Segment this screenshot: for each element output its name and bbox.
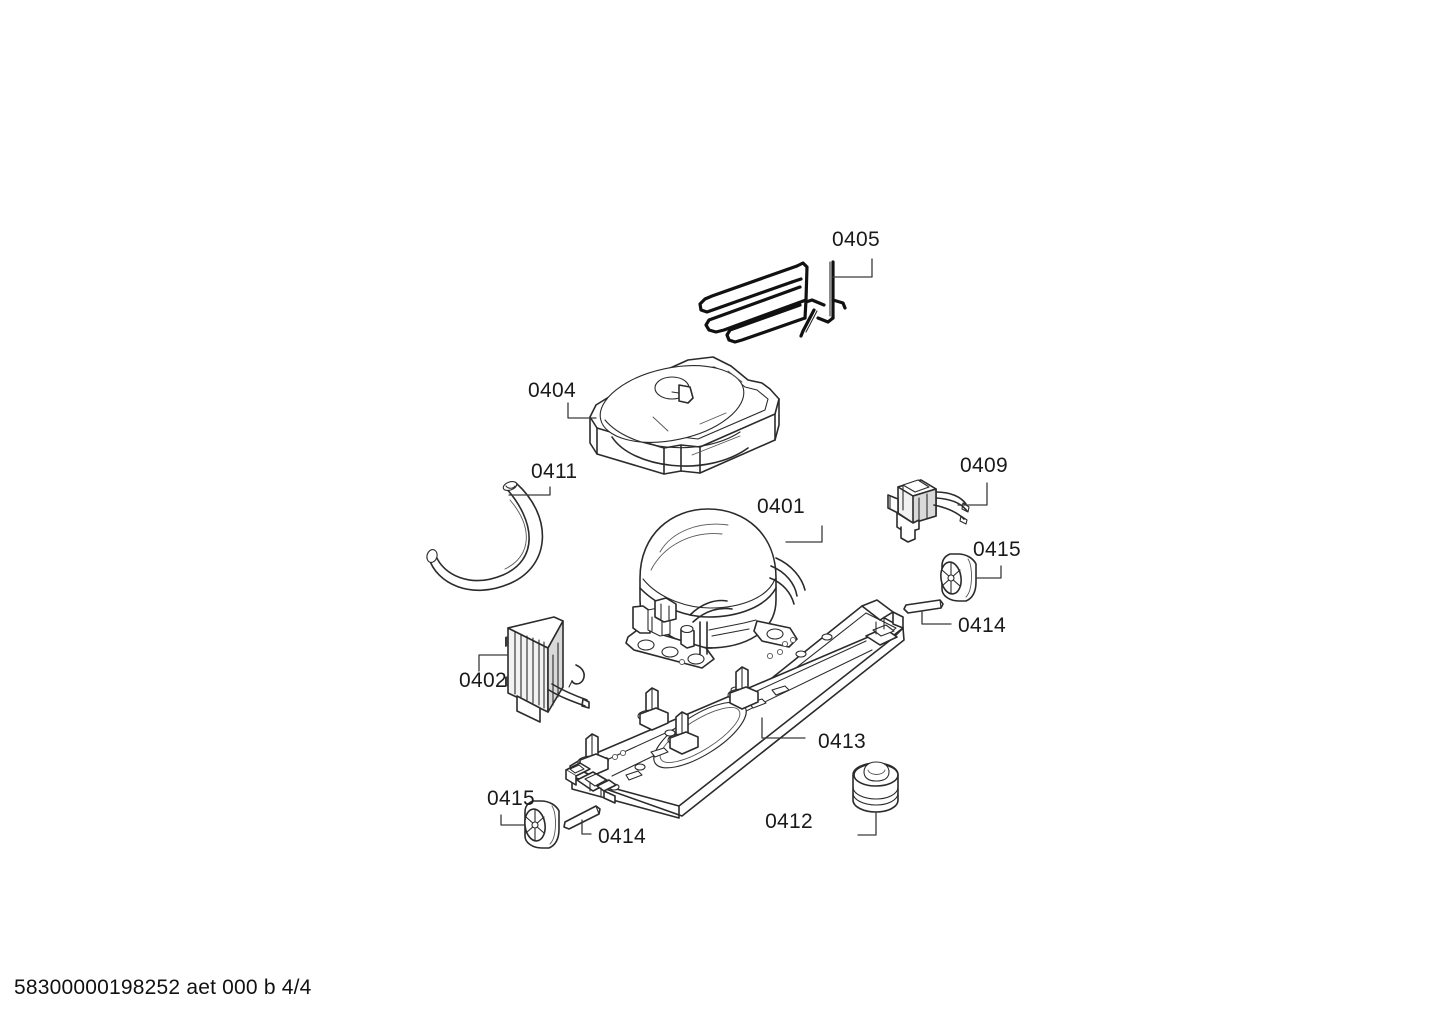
rail-clip-tab — [667, 711, 699, 755]
part-0412-rubber-foot-bushing: 0412 — [765, 761, 899, 836]
document-footer-code: 58300000198252 aet 000 b 4/4 — [14, 976, 312, 999]
part-0409-start-relay: 0409 — [887, 454, 1008, 543]
part-label-0414-right: 0414 — [958, 614, 1006, 637]
part-label-0415-right: 0415 — [973, 538, 1021, 561]
part-0411-drain-hose: 0411 — [426, 460, 577, 592]
part-label-0404: 0404 — [528, 379, 576, 402]
part-0402-control-module: 0402 — [459, 616, 590, 723]
part-0401-compressor: 0401 — [625, 495, 823, 669]
part-label-0402: 0402 — [459, 669, 507, 692]
rail-clip-tab — [727, 666, 759, 710]
part-0414-mounting-pin-left: 0414 — [563, 805, 646, 848]
part-label-0413: 0413 — [818, 730, 866, 753]
part-0415-grommet-right: 0415 — [940, 538, 1021, 602]
part-label-0405: 0405 — [832, 228, 880, 251]
rail-clip-tab — [637, 687, 669, 731]
part-label-0409: 0409 — [960, 454, 1008, 477]
part-label-0401: 0401 — [757, 495, 805, 518]
part-label-0414-left: 0414 — [598, 825, 646, 848]
part-0413-compressor-mounting-rail: 0413 — [565, 599, 905, 819]
part-0415-grommet-left: 0415 — [487, 787, 560, 849]
part-0404-evaporation-tray: 0404 — [528, 356, 780, 475]
part-0414-mounting-pin-right: 0414 — [903, 599, 1006, 637]
part-0405-defrost-heater-coil: 0405 — [698, 228, 880, 344]
part-label-0415-left: 0415 — [487, 787, 535, 810]
part-label-0411: 0411 — [531, 460, 577, 483]
part-label-0412: 0412 — [765, 810, 813, 833]
